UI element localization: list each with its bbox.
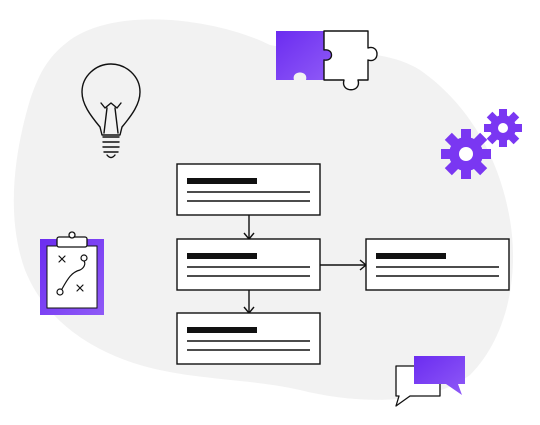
gear-large-icon bbox=[441, 129, 491, 179]
clipboard-strategy-icon bbox=[40, 231, 104, 315]
node-1 bbox=[176, 163, 321, 216]
puzzle-piece-right bbox=[323, 30, 378, 91]
chat-bubbles-icon bbox=[395, 356, 465, 407]
puzzle-piece-left bbox=[276, 31, 332, 80]
node-2 bbox=[176, 238, 321, 291]
node-3 bbox=[176, 312, 321, 365]
puzzle-icon bbox=[276, 30, 378, 91]
node-4 bbox=[365, 238, 510, 291]
chat-bubble-front bbox=[414, 356, 465, 395]
gear-small-icon bbox=[484, 109, 522, 147]
lightbulb-icon bbox=[81, 63, 141, 159]
